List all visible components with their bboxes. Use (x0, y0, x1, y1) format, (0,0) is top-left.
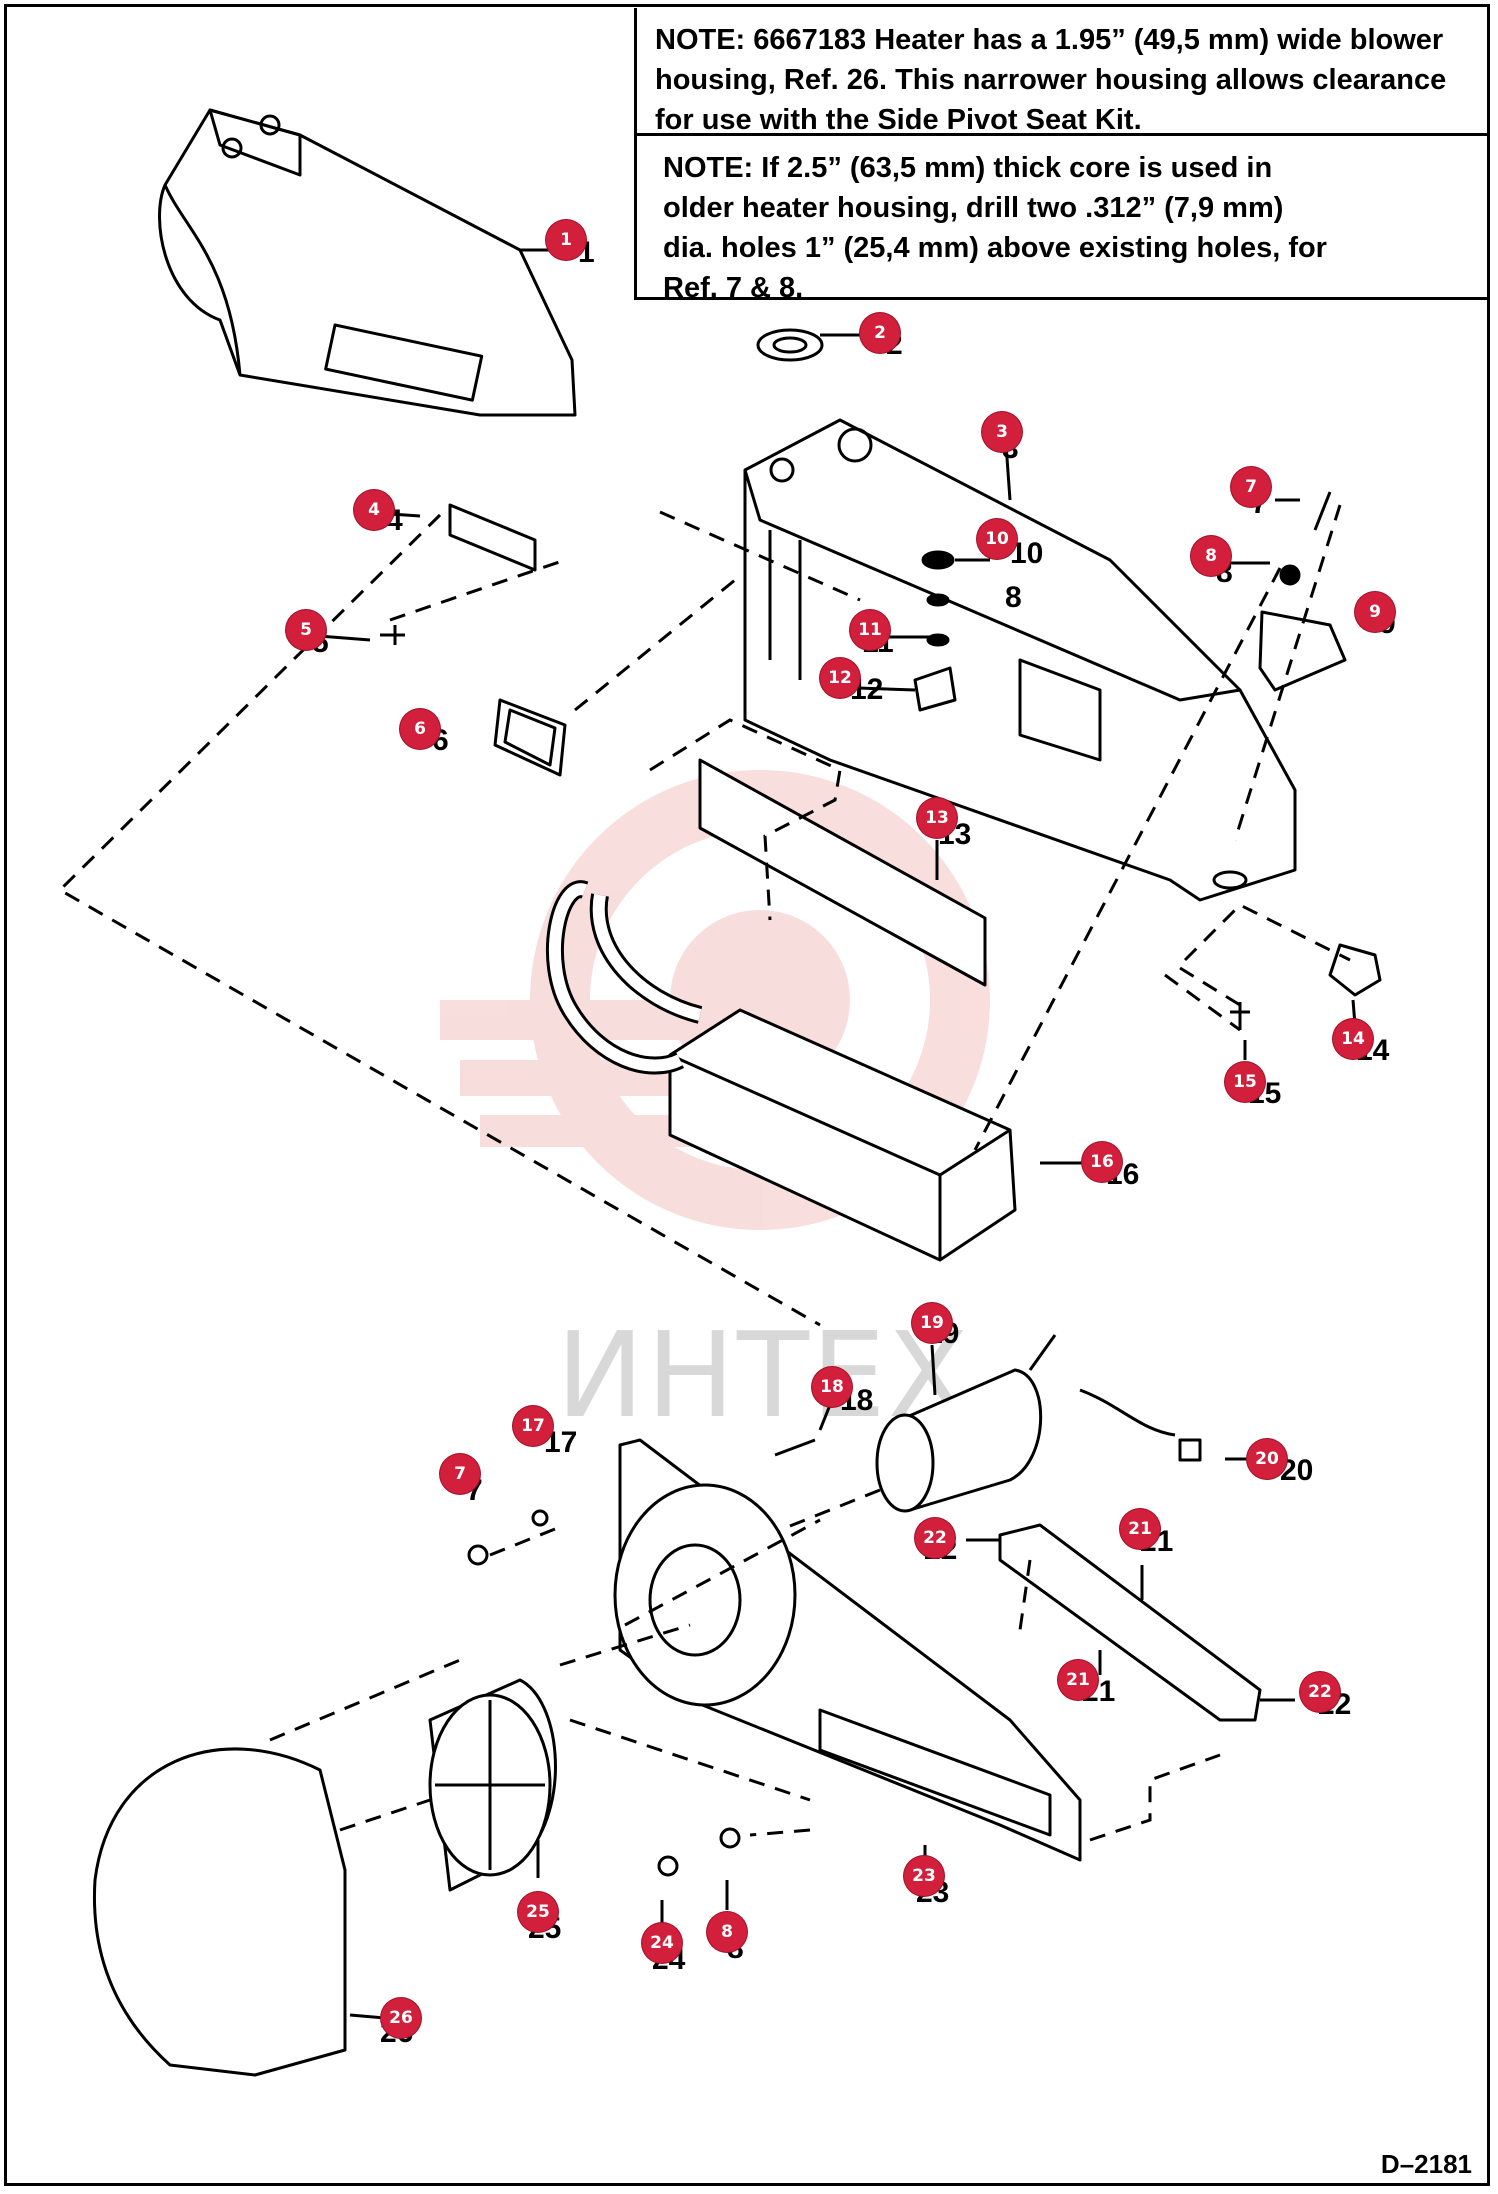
part-12-clip (913, 666, 957, 712)
part-16-heater-core (546, 880, 1017, 1262)
part-7-screw-lower (467, 1544, 489, 1566)
callout-marker-21[interactable]: 21 (1120, 1509, 1160, 1549)
note-line: for use with the Side Pivot Seat Kit. (655, 104, 1142, 136)
note-blower-housing: NOTE: 6667183 Heater has a 1.95” (49,5 m… (634, 8, 1490, 136)
callout-marker-10[interactable]: 10 (977, 519, 1017, 559)
part-4-bracket (448, 503, 537, 572)
callout-marker-13[interactable]: 13 (917, 798, 957, 838)
callout-marker-1[interactable]: 1 (546, 220, 586, 260)
callout-marker-25[interactable]: 25 (518, 1892, 558, 1932)
part-19-motor (875, 1334, 1176, 1513)
part-18-screw (774, 1438, 816, 1457)
drawing-code: D–2181 (1380, 2149, 1472, 2179)
part-7-screw (1313, 491, 1332, 531)
callout-marker-20[interactable]: 20 (1247, 1439, 1287, 1479)
callout-marker-8[interactable]: 8 (707, 1912, 747, 1952)
callout-marker-5[interactable]: 5 (286, 610, 326, 650)
callout-marker-23[interactable]: 23 (904, 1856, 944, 1896)
callout-marker-26[interactable]: 26 (381, 1998, 421, 2038)
part-15-screw (1230, 1002, 1250, 1030)
callout-marker-22[interactable]: 22 (915, 1518, 955, 1558)
note-line: dia. holes 1” (25,4 mm) above existing h… (663, 232, 1327, 264)
part-9-seal (1258, 610, 1347, 692)
callout-marker-8[interactable]: 8 (1191, 536, 1231, 576)
callout-marker-4[interactable]: 4 (354, 490, 394, 530)
callout-marker-18[interactable]: 18 (812, 1367, 852, 1407)
callout-marker-11[interactable]: 11 (850, 610, 890, 650)
part-10-washer (921, 550, 955, 570)
callout-marker-7[interactable]: 7 (440, 1454, 480, 1494)
callout-marker-6[interactable]: 6 (400, 709, 440, 749)
note-line: NOTE: If 2.5” (63,5 mm) thick core is us… (663, 152, 1273, 184)
callout-marker-14[interactable]: 14 (1333, 1019, 1373, 1059)
part-6-gasket (493, 698, 567, 777)
part-2-grommet (756, 328, 824, 362)
part-20-connector (1178, 1438, 1202, 1462)
note-line: NOTE: 6667183 Heater has a 1.95” (49,5 m… (655, 24, 1444, 56)
callout-marker-17[interactable]: 17 (513, 1406, 553, 1446)
note-line: housing, Ref. 26. This narrower housing … (655, 64, 1447, 96)
part-13-baffle (698, 758, 987, 987)
part-25-wheel (428, 1678, 557, 1892)
part-number-label: 8 (1005, 581, 1022, 614)
callout-marker-9[interactable]: 9 (1355, 592, 1395, 632)
callout-marker-15[interactable]: 15 (1225, 1062, 1265, 1102)
callout-marker-12[interactable]: 12 (820, 658, 860, 698)
diagram-frame (4, 4, 1490, 2186)
callout-marker-2[interactable]: 2 (860, 313, 900, 353)
callout-marker-22[interactable]: 22 (1300, 1672, 1340, 1712)
callout-marker-3[interactable]: 3 (982, 412, 1022, 452)
note-line: older heater housing, drill two .312” (7… (663, 192, 1284, 224)
callout-marker-7[interactable]: 7 (1231, 467, 1271, 507)
callout-marker-16[interactable]: 16 (1082, 1142, 1122, 1182)
note-line: Ref. 7 & 8. (663, 272, 804, 304)
part-8-nut (1279, 564, 1301, 586)
callout-marker-24[interactable]: 24 (642, 1923, 682, 1963)
part-5-screw (380, 625, 405, 645)
part-21-seal (998, 1523, 1262, 1722)
callout-marker-21[interactable]: 21 (1058, 1660, 1098, 1700)
part-1-cover (158, 108, 577, 417)
part-26-blower-housing (92, 1747, 347, 2077)
blower-plate (613, 1438, 1082, 1862)
note-core-thickness: NOTE: If 2.5” (63,5 mm) thick core is us… (634, 133, 1490, 304)
leader-lines (305, 248, 1370, 2020)
part-14-knob (1328, 943, 1382, 997)
callout-marker-19[interactable]: 19 (912, 1303, 952, 1343)
part-3-housing (743, 418, 1297, 902)
